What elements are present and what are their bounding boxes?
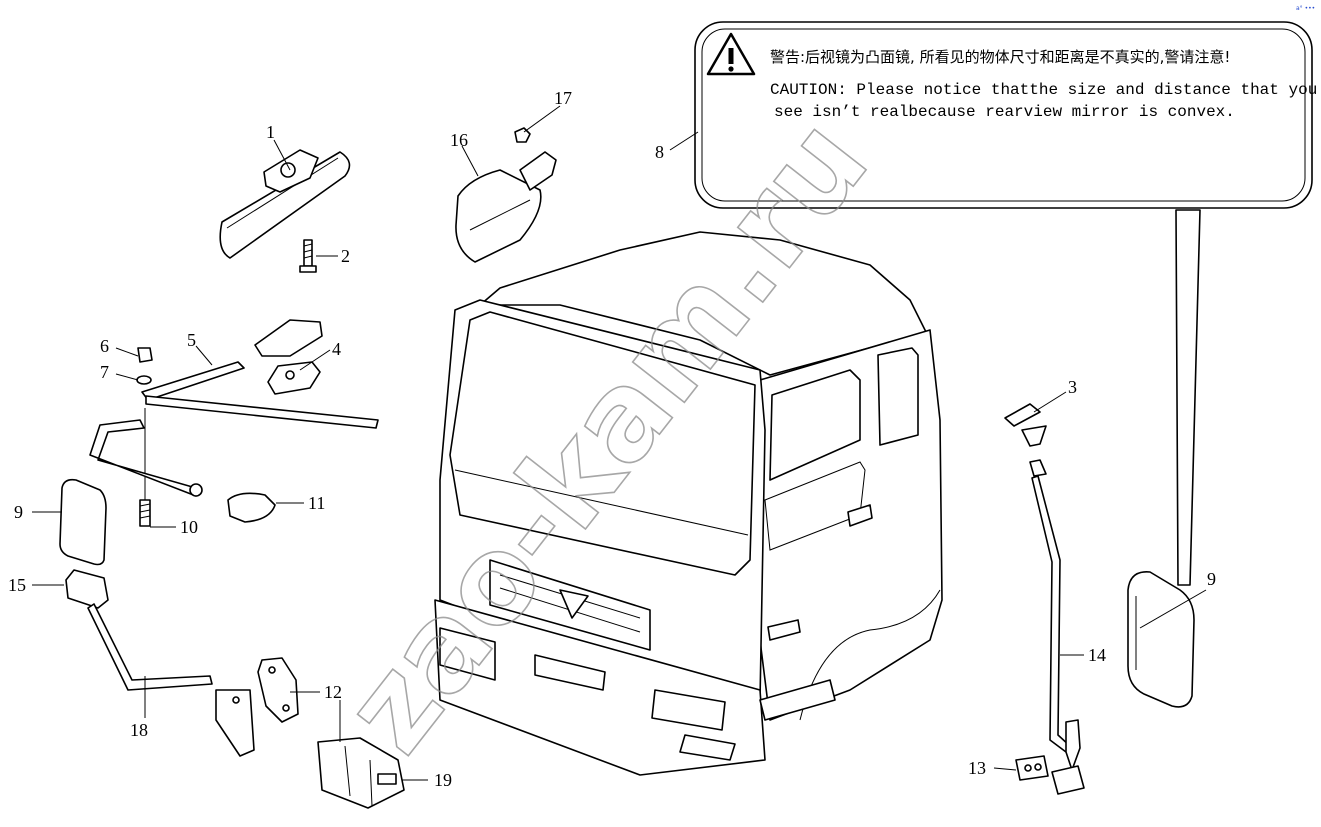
part-rod-14 bbox=[1029, 459, 1085, 795]
callout-9-left: 9 bbox=[14, 502, 23, 522]
callout-10: 10 bbox=[180, 517, 198, 537]
callout-13: 13 bbox=[968, 758, 986, 778]
part-clip-11 bbox=[227, 492, 276, 523]
part-plate-13 bbox=[1015, 755, 1049, 781]
part-switch-19 bbox=[317, 737, 405, 809]
part-nut-17 bbox=[514, 127, 531, 143]
callout-15: 15 bbox=[8, 575, 26, 595]
callout-5: 5 bbox=[187, 330, 196, 350]
right-mirror-stalk bbox=[1175, 209, 1201, 586]
callout-4: 4 bbox=[332, 339, 341, 359]
callout-11: 11 bbox=[308, 493, 325, 513]
callout-1: 1 bbox=[266, 122, 275, 142]
part-bracket-3 bbox=[1004, 403, 1047, 447]
part-right-mirror-9 bbox=[1127, 571, 1195, 708]
callout-6: 6 bbox=[100, 336, 109, 356]
callout-14: 14 bbox=[1088, 645, 1106, 665]
callout-19: 19 bbox=[434, 770, 452, 790]
part-gasket-12 bbox=[257, 657, 299, 723]
part-bracket-4 bbox=[254, 319, 323, 395]
warning-english-line2: see isn’t realbecause rearview mirror is… bbox=[774, 103, 1235, 121]
part-left-mirror-9 bbox=[59, 419, 203, 566]
warning-chinese-text: 警告:后视镜为凸面镜, 所看见的物体尺寸和距离是不真实的,警请注意! bbox=[770, 48, 1230, 66]
callout-12: 12 bbox=[324, 682, 342, 702]
warning-triangle-icon bbox=[706, 32, 756, 76]
warning-label: 警告:后视镜为凸面镜, 所看见的物体尺寸和距离是不真实的,警请注意! CAUTI… bbox=[694, 21, 1317, 209]
callout-9-right: 9 bbox=[1207, 569, 1216, 589]
truck-cab bbox=[434, 231, 943, 776]
callout-7: 7 bbox=[100, 362, 109, 382]
callout-numbers: 1 2 3 4 5 6 7 8 9 9 10 11 12 13 14 15 16… bbox=[8, 88, 1216, 790]
part-interior-mirror bbox=[219, 149, 351, 259]
part-lower-mirror-15 bbox=[65, 569, 255, 757]
callout-3: 3 bbox=[1068, 377, 1077, 397]
callout-18: 18 bbox=[130, 720, 148, 740]
part-screw-2 bbox=[299, 239, 317, 273]
callout-17: 17 bbox=[554, 88, 572, 108]
leader-lines bbox=[32, 105, 1207, 781]
corner-mark: a° ••• bbox=[1296, 5, 1315, 12]
warning-english-line1: CAUTION: Please notice thatthe size and … bbox=[770, 81, 1317, 99]
callout-8: 8 bbox=[655, 142, 664, 162]
callout-16: 16 bbox=[450, 130, 468, 150]
part-side-mirror-16 bbox=[455, 151, 557, 263]
callout-2: 2 bbox=[341, 246, 350, 266]
part-mounting-bars bbox=[136, 347, 379, 527]
